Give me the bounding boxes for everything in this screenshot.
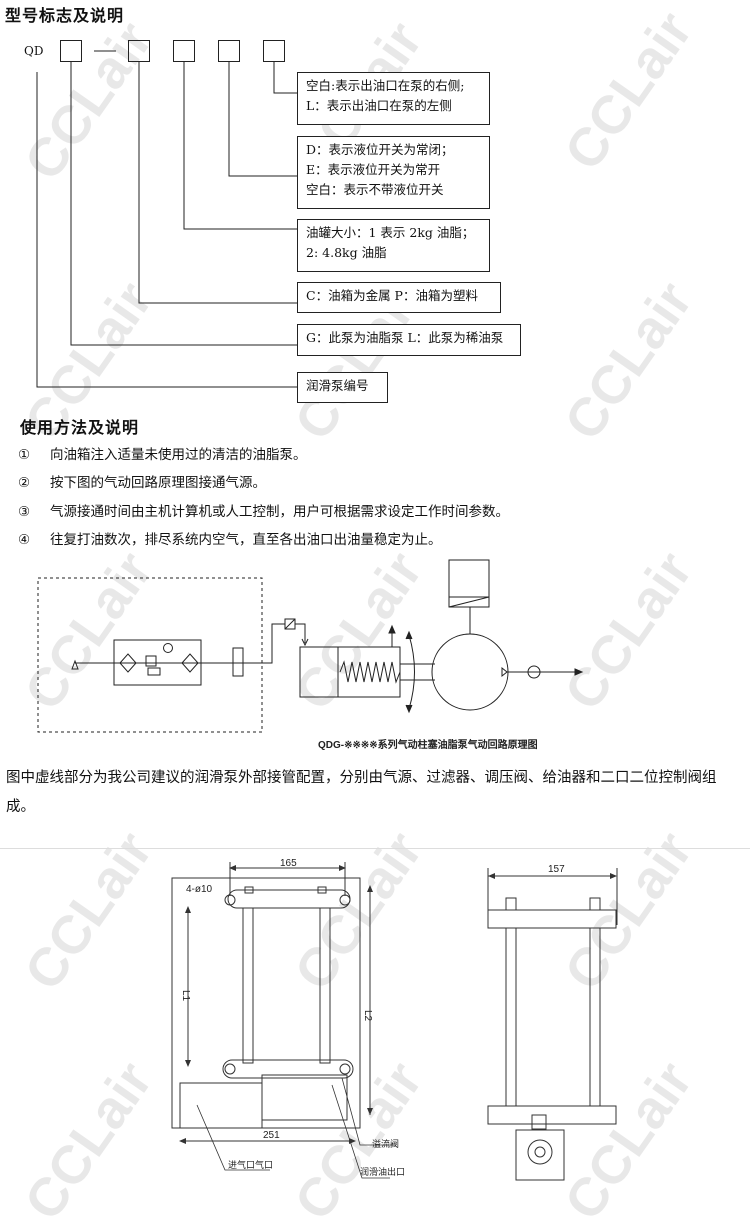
desc-tank-material: C：油箱为金属 P：油箱为塑料 bbox=[297, 282, 501, 313]
desc-line: 润滑泵编号 bbox=[306, 378, 369, 393]
desc-outlet-side: 空白:表示出油口在泵的右侧; L：表示出油口在泵的左侧 bbox=[297, 72, 490, 125]
code-box-1 bbox=[60, 40, 82, 62]
desc-line: G：此泵为油脂泵 L：此泵为稀油泵 bbox=[306, 330, 504, 345]
model-connector-lines bbox=[36, 50, 297, 388]
code-box-3 bbox=[173, 40, 195, 62]
desc-line: 油罐大小：1 表示 2kg 油脂； bbox=[306, 225, 475, 240]
item-number: ③ bbox=[18, 504, 31, 520]
circuit-note: 图中虚线部分为我公司建议的润滑泵外部接管配置，分别由气源、过滤器、调压阀、给油器… bbox=[6, 770, 717, 815]
desc-pump-type: G：此泵为油脂泵 L：此泵为稀油泵 bbox=[297, 324, 521, 356]
dim-side-width: 157 bbox=[548, 864, 565, 875]
desc-pump-number: 润滑泵编号 bbox=[297, 372, 388, 403]
dim-l1: L1 bbox=[180, 990, 191, 1002]
code-box-4 bbox=[218, 40, 240, 62]
usage-section-title: 使用方法及说明 bbox=[20, 418, 140, 437]
item-text: 气源接通时间由主机计算机或人工控制，用户可根据需求设定工作时间参数。 bbox=[50, 504, 509, 520]
usage-item: ③ 气源接通时间由主机计算机或人工控制，用户可根据需求设定工作时间参数。 bbox=[18, 500, 509, 520]
item-text: 往复打油数次，排尽系统内空气，直至各出油口出油量稳定为止。 bbox=[50, 532, 442, 548]
dim-l2: L2 bbox=[362, 1010, 373, 1022]
dim-base: 251 bbox=[263, 1130, 280, 1141]
usage-item: ② 按下图的气动回路原理图接通气源。 bbox=[18, 471, 266, 491]
pneumatic-circuit-diagram: QDG-※※※※系列气动柱塞油脂泵气动回路原理图 bbox=[37, 559, 584, 751]
item-number: ① bbox=[18, 447, 31, 463]
item-text: 向油箱注入适量未使用过的清洁的油脂泵。 bbox=[50, 447, 307, 463]
circuit-caption: QDG-※※※※系列气动柱塞油脂泵气动回路原理图 bbox=[318, 738, 538, 751]
model-section-title: 型号标志及说明 bbox=[5, 6, 125, 25]
item-number: ② bbox=[18, 475, 31, 491]
desc-line: 空白:表示出油口在泵的右侧; bbox=[306, 78, 465, 93]
code-box-5 bbox=[263, 40, 285, 62]
label-air-inlet: 进气口气口 bbox=[228, 1159, 273, 1170]
desc-line: 空白：表示不带液位开关 bbox=[306, 182, 444, 197]
dim-holes: 4-ø10 bbox=[186, 884, 213, 895]
front-view bbox=[171, 862, 371, 1142]
desc-line: 2: 4.8kg 油脂 bbox=[306, 245, 387, 260]
item-text: 按下图的气动回路原理图接通气源。 bbox=[50, 475, 266, 491]
usage-item: ④ 往复打油数次，排尽系统内空气，直至各出油口出油量稳定为止。 bbox=[18, 528, 442, 548]
desc-line: E：表示液位开关为常开 bbox=[306, 162, 441, 177]
dim-front-width: 165 bbox=[280, 858, 297, 869]
desc-line: D：表示液位开关为常闭； bbox=[306, 142, 454, 157]
model-prefix: QD bbox=[24, 44, 44, 58]
code-box-2 bbox=[128, 40, 150, 62]
pump-dimension-drawing: 165 4-ø10 L1 L2 251 溢流阀 进气口气口 润滑油出口 157 bbox=[171, 858, 618, 1181]
usage-item: ① 向油箱注入适量未使用过的清洁的油脂泵。 bbox=[18, 443, 307, 463]
desc-line: C：油箱为金属 P：油箱为塑料 bbox=[306, 288, 478, 303]
label-overflow-valve: 溢流阀 bbox=[372, 1138, 399, 1149]
label-oil-outlet: 润滑油出口 bbox=[360, 1166, 405, 1177]
desc-line: L：表示出油口在泵的左侧 bbox=[306, 98, 452, 113]
divider bbox=[0, 848, 750, 849]
side-view bbox=[487, 868, 618, 1181]
desc-level-switch: D：表示液位开关为常闭； E：表示液位开关为常开 空白：表示不带液位开关 bbox=[297, 136, 490, 209]
desc-tank-size: 油罐大小：1 表示 2kg 油脂； 2: 4.8kg 油脂 bbox=[297, 219, 490, 272]
item-number: ④ bbox=[18, 532, 31, 548]
